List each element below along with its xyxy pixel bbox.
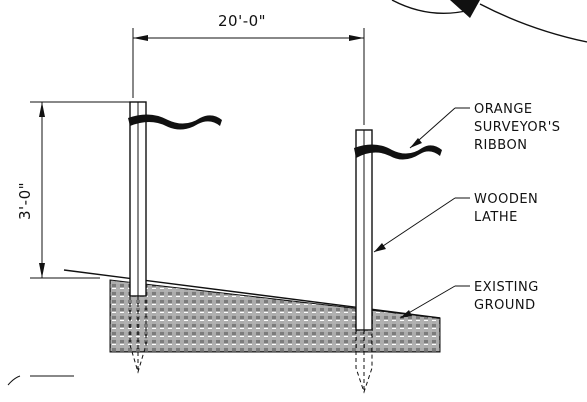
ground-callout-line-1: EXISTING — [474, 280, 539, 295]
lathe-callout-line-2: LATHE — [474, 210, 518, 225]
ground-callout-line-2: GROUND — [474, 298, 536, 313]
horizontal-dimension: 20'-0" — [132, 12, 365, 125]
ribbon-callout-line-3: RIBBON — [474, 138, 527, 153]
lathe-callout-line-1: WOODEN — [474, 192, 538, 207]
lathe-callout: WOODEN LATHE — [474, 192, 538, 225]
right-ribbon — [354, 144, 442, 160]
horizontal-dimension-label: 20'-0" — [218, 12, 266, 30]
bottom-left-fragment — [7, 375, 74, 386]
vertical-dimension-label: 3'-0" — [16, 182, 34, 220]
left-ribbon — [128, 114, 222, 130]
left-wooden-lathe — [129, 101, 147, 374]
ribbon-callout: ORANGE SURVEYOR'S RIBBON — [474, 102, 561, 153]
ribbon-callout-line-2: SURVEYOR'S — [474, 120, 561, 135]
right-wooden-lathe — [355, 129, 373, 394]
leaders — [373, 107, 470, 319]
existing-ground — [63, 269, 441, 353]
ground-callout: EXISTING GROUND — [474, 280, 539, 313]
ribbon-callout-line-1: ORANGE — [474, 102, 533, 117]
vertical-dimension: 3'-0" — [16, 101, 130, 279]
top-right-fragment — [391, 0, 587, 43]
